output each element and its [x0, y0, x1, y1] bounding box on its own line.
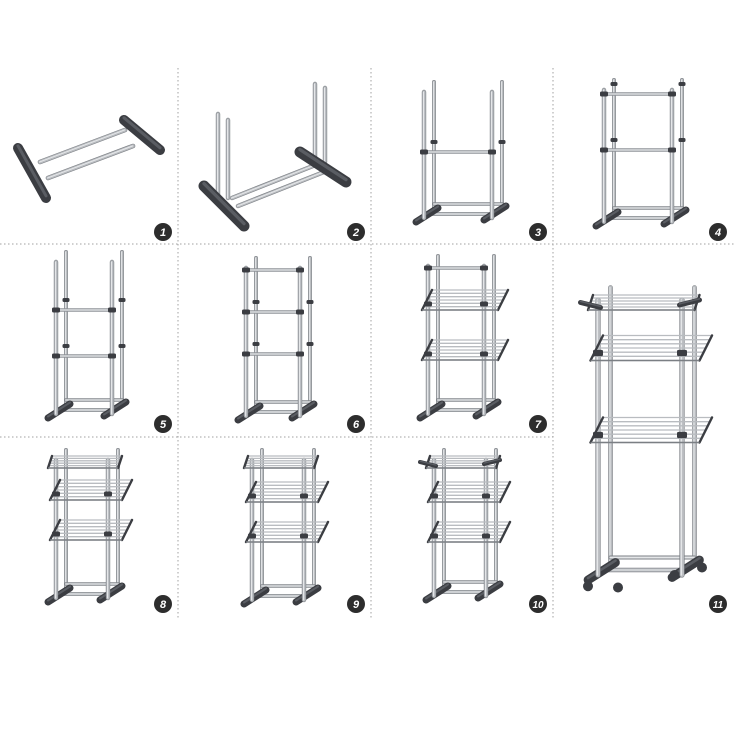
step-badge-circle	[709, 595, 727, 613]
rack-illustration-step-9	[240, 448, 330, 608]
step-number-label: 6	[353, 419, 360, 431]
step-badge-circle	[347, 223, 365, 241]
panels: 1 2 3 4 5 6 7 8 9 10 11	[13, 78, 727, 613]
rack-illustration-step-2	[198, 81, 352, 232]
step-badge-circle	[154, 415, 172, 433]
step-badge-circle	[154, 223, 172, 241]
rack-illustration-step-8	[44, 448, 134, 606]
step-panel-8: 8	[44, 448, 172, 613]
step-badge: 9	[347, 595, 365, 613]
step-panel-9: 9	[240, 448, 365, 613]
step-number-label: 10	[532, 600, 544, 611]
step-badge: 4	[709, 223, 727, 241]
step-badge: 5	[154, 415, 172, 433]
rack-illustration-step-5	[44, 250, 130, 422]
rack-illustration-step-4	[592, 78, 690, 230]
step-number-label: 7	[535, 419, 542, 431]
step-number-label: 11	[713, 600, 724, 611]
step-badge-circle	[709, 223, 727, 241]
step-badge: 8	[154, 595, 172, 613]
step-badge: 10	[529, 595, 547, 613]
rack-illustration-step-3	[412, 80, 510, 226]
step-badge: 3	[529, 223, 547, 241]
step-panel-6: 6	[234, 256, 365, 433]
rack-illustration-step-6	[234, 256, 318, 424]
rack-illustration-step-7	[416, 254, 510, 422]
rack-illustration-step-11	[578, 285, 714, 593]
step-number-label: 8	[160, 599, 167, 611]
step-badge-circle	[154, 595, 172, 613]
step-badge: 2	[347, 223, 365, 241]
step-badge: 7	[529, 415, 547, 433]
step-panel-2: 2	[198, 81, 365, 241]
step-panel-5: 5	[44, 250, 172, 433]
step-panel-7: 7	[416, 254, 547, 433]
rack-illustration-step-1	[13, 115, 165, 203]
step-panel-11: 11	[578, 285, 727, 613]
step-panel-4: 4	[592, 78, 727, 241]
step-number-label: 2	[352, 227, 359, 239]
step-number-label: 4	[714, 227, 721, 239]
step-badge-circle	[529, 595, 547, 613]
step-panel-3: 3	[412, 80, 547, 241]
step-number-label: 3	[535, 227, 541, 239]
step-number-label: 1	[160, 227, 166, 239]
step-badge-circle	[529, 223, 547, 241]
step-badge-circle	[347, 415, 365, 433]
step-badge: 1	[154, 223, 172, 241]
step-badge: 6	[347, 415, 365, 433]
step-badge: 11	[709, 595, 727, 613]
step-badge-circle	[529, 415, 547, 433]
step-badge-circle	[347, 595, 365, 613]
panel-dividers	[0, 68, 734, 618]
rack-illustration-step-10	[418, 448, 512, 604]
step-panel-10: 10	[418, 448, 547, 613]
step-panel-1: 1	[13, 115, 172, 241]
step-number-label: 5	[160, 419, 167, 431]
step-number-label: 9	[353, 599, 360, 611]
